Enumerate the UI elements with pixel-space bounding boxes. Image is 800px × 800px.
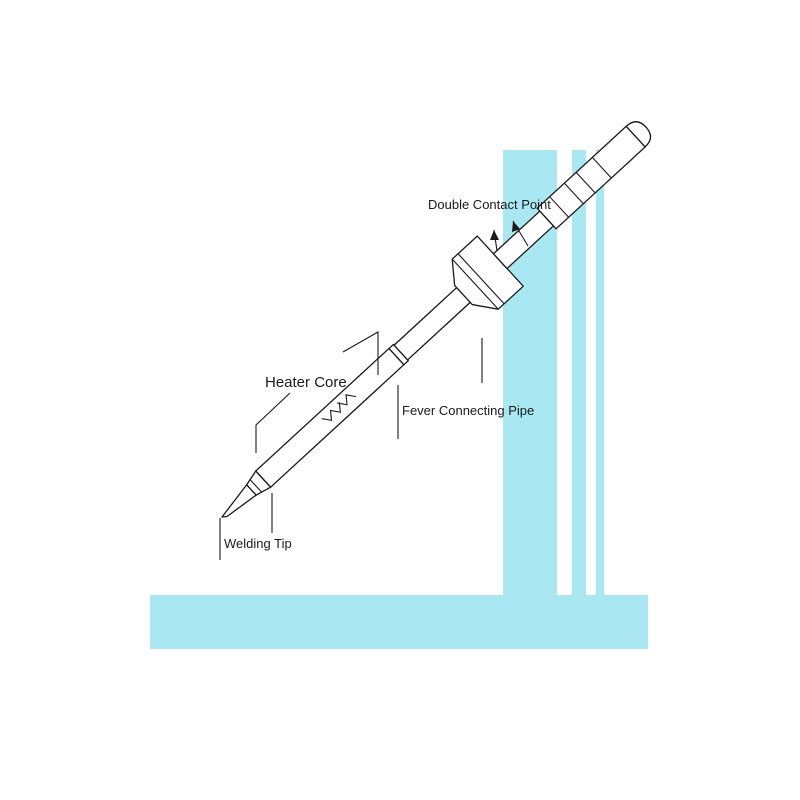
- leaders: [219, 220, 529, 560]
- stand: [150, 150, 648, 649]
- flange-line: [451, 258, 499, 310]
- tip-collar-line: [249, 478, 263, 493]
- stand-post-thin-2: [596, 150, 604, 598]
- label-welding-tip: Welding Tip: [224, 536, 292, 551]
- welding-tip-shape: [221, 484, 257, 518]
- soldering-iron: [221, 121, 652, 518]
- flange-line-2: [457, 253, 505, 305]
- heater-core-bracket-left: [255, 392, 291, 453]
- contact-ring-1: [549, 196, 570, 218]
- stand-post-thin-1: [572, 150, 586, 598]
- plug-end: [625, 121, 652, 148]
- heater-core-tube: [255, 347, 405, 488]
- label-double-contact-point: Double Contact Point: [428, 197, 551, 212]
- dcp-arrow-left-head: [490, 230, 499, 240]
- contact-ring-3: [575, 171, 596, 194]
- heater-core-bracket-right: [342, 331, 379, 375]
- connecting-pipe: [393, 286, 471, 361]
- dcp-arrow-right-head: [512, 221, 520, 232]
- contact-ring-4: [591, 157, 612, 179]
- label-fever-connecting-pipe: Fever Connecting Pipe: [402, 403, 534, 418]
- label-heater-core: Heater Core: [265, 374, 347, 391]
- stand-base: [150, 595, 648, 649]
- contact-ring-2: [563, 182, 584, 205]
- logo-mark: [321, 394, 356, 422]
